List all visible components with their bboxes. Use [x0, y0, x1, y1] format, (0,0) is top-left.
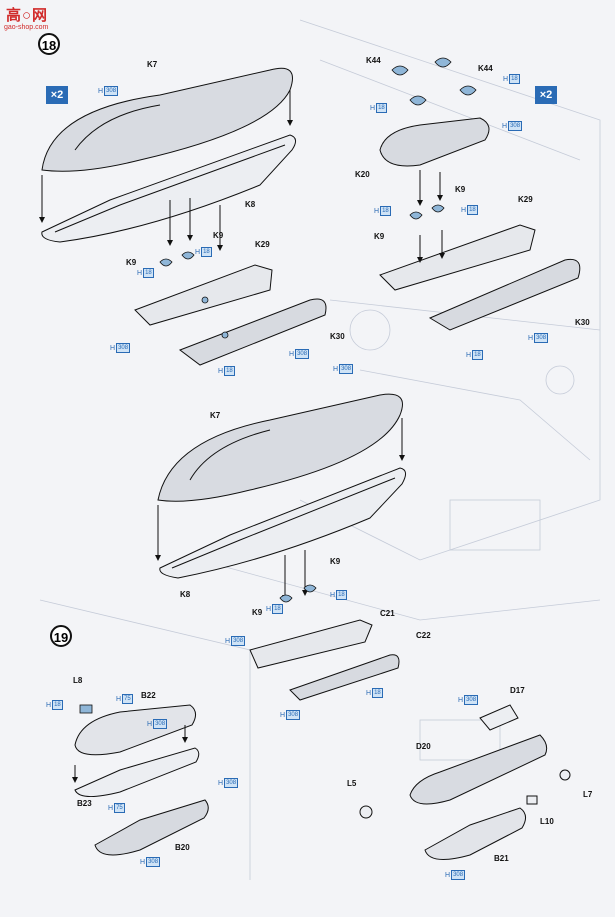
label-b23: B23 [77, 799, 92, 808]
tank-k8-middle [159, 467, 406, 579]
pod-b20 [94, 799, 209, 856]
label-k8-upper: K8 [245, 200, 256, 209]
label-k9-e: K9 [330, 557, 341, 566]
label-b20: B20 [175, 843, 190, 852]
k9-pieces-left [159, 251, 229, 339]
label-k29-left: K29 [255, 240, 270, 249]
tank-k7-middle [157, 393, 403, 502]
pod-b22 [74, 704, 196, 756]
multiplier-left: ×2 [46, 86, 68, 104]
pod-b23 [74, 747, 200, 797]
label-k9-d: K9 [374, 232, 385, 241]
step-number-19: 19 [50, 625, 72, 647]
part-d17 [479, 704, 519, 731]
label-b21: B21 [494, 854, 509, 863]
label-k8-middle: K8 [180, 590, 191, 599]
label-k20: K20 [355, 170, 370, 179]
label-c22: C22 [416, 631, 431, 640]
k9-pieces-middle [279, 584, 317, 603]
k20-base [379, 117, 490, 167]
label-k7-middle: K7 [210, 411, 221, 420]
label-k29-right: K29 [518, 195, 533, 204]
label-k44-b: K44 [478, 64, 493, 73]
part-l5 [359, 805, 373, 819]
label-k9-c: K9 [455, 185, 466, 194]
label-c21: C21 [380, 609, 395, 618]
step-number-18: 18 [38, 33, 60, 55]
pylon-k29-left [134, 264, 273, 326]
label-l5: L5 [347, 779, 357, 788]
part-l7 [559, 769, 571, 781]
label-l8: L8 [73, 676, 83, 685]
pylon-k29-right [379, 224, 536, 291]
part-l8 [79, 704, 93, 714]
label-k44-a: K44 [366, 56, 381, 65]
pod-b21 [424, 807, 526, 860]
label-k30-right: K30 [575, 318, 590, 327]
label-l10: L10 [540, 817, 554, 826]
watermark-logo: 高○网 [6, 7, 49, 24]
label-b22: B22 [141, 691, 156, 700]
label-k9-f: K9 [252, 608, 263, 617]
label-k7-upper: K7 [147, 60, 158, 69]
pylon-c22 [289, 654, 400, 701]
pylon-c21 [249, 619, 373, 669]
pylon-k30-left [178, 298, 327, 366]
watermark-url: gao-shop.com [4, 24, 49, 31]
label-d20: D20 [416, 742, 431, 751]
label-d17: D17 [510, 686, 525, 695]
pod-d20 [409, 734, 548, 805]
label-k30-left: K30 [330, 332, 345, 341]
part-l10 [526, 795, 538, 805]
label-k9-b: K9 [213, 231, 224, 240]
tank-k8-lower [41, 134, 296, 243]
k44-pieces [391, 57, 477, 220]
pylon-k30-right [428, 258, 581, 331]
label-l7: L7 [583, 790, 593, 799]
multiplier-right: ×2 [535, 86, 557, 104]
label-k9-a: K9 [126, 258, 137, 267]
